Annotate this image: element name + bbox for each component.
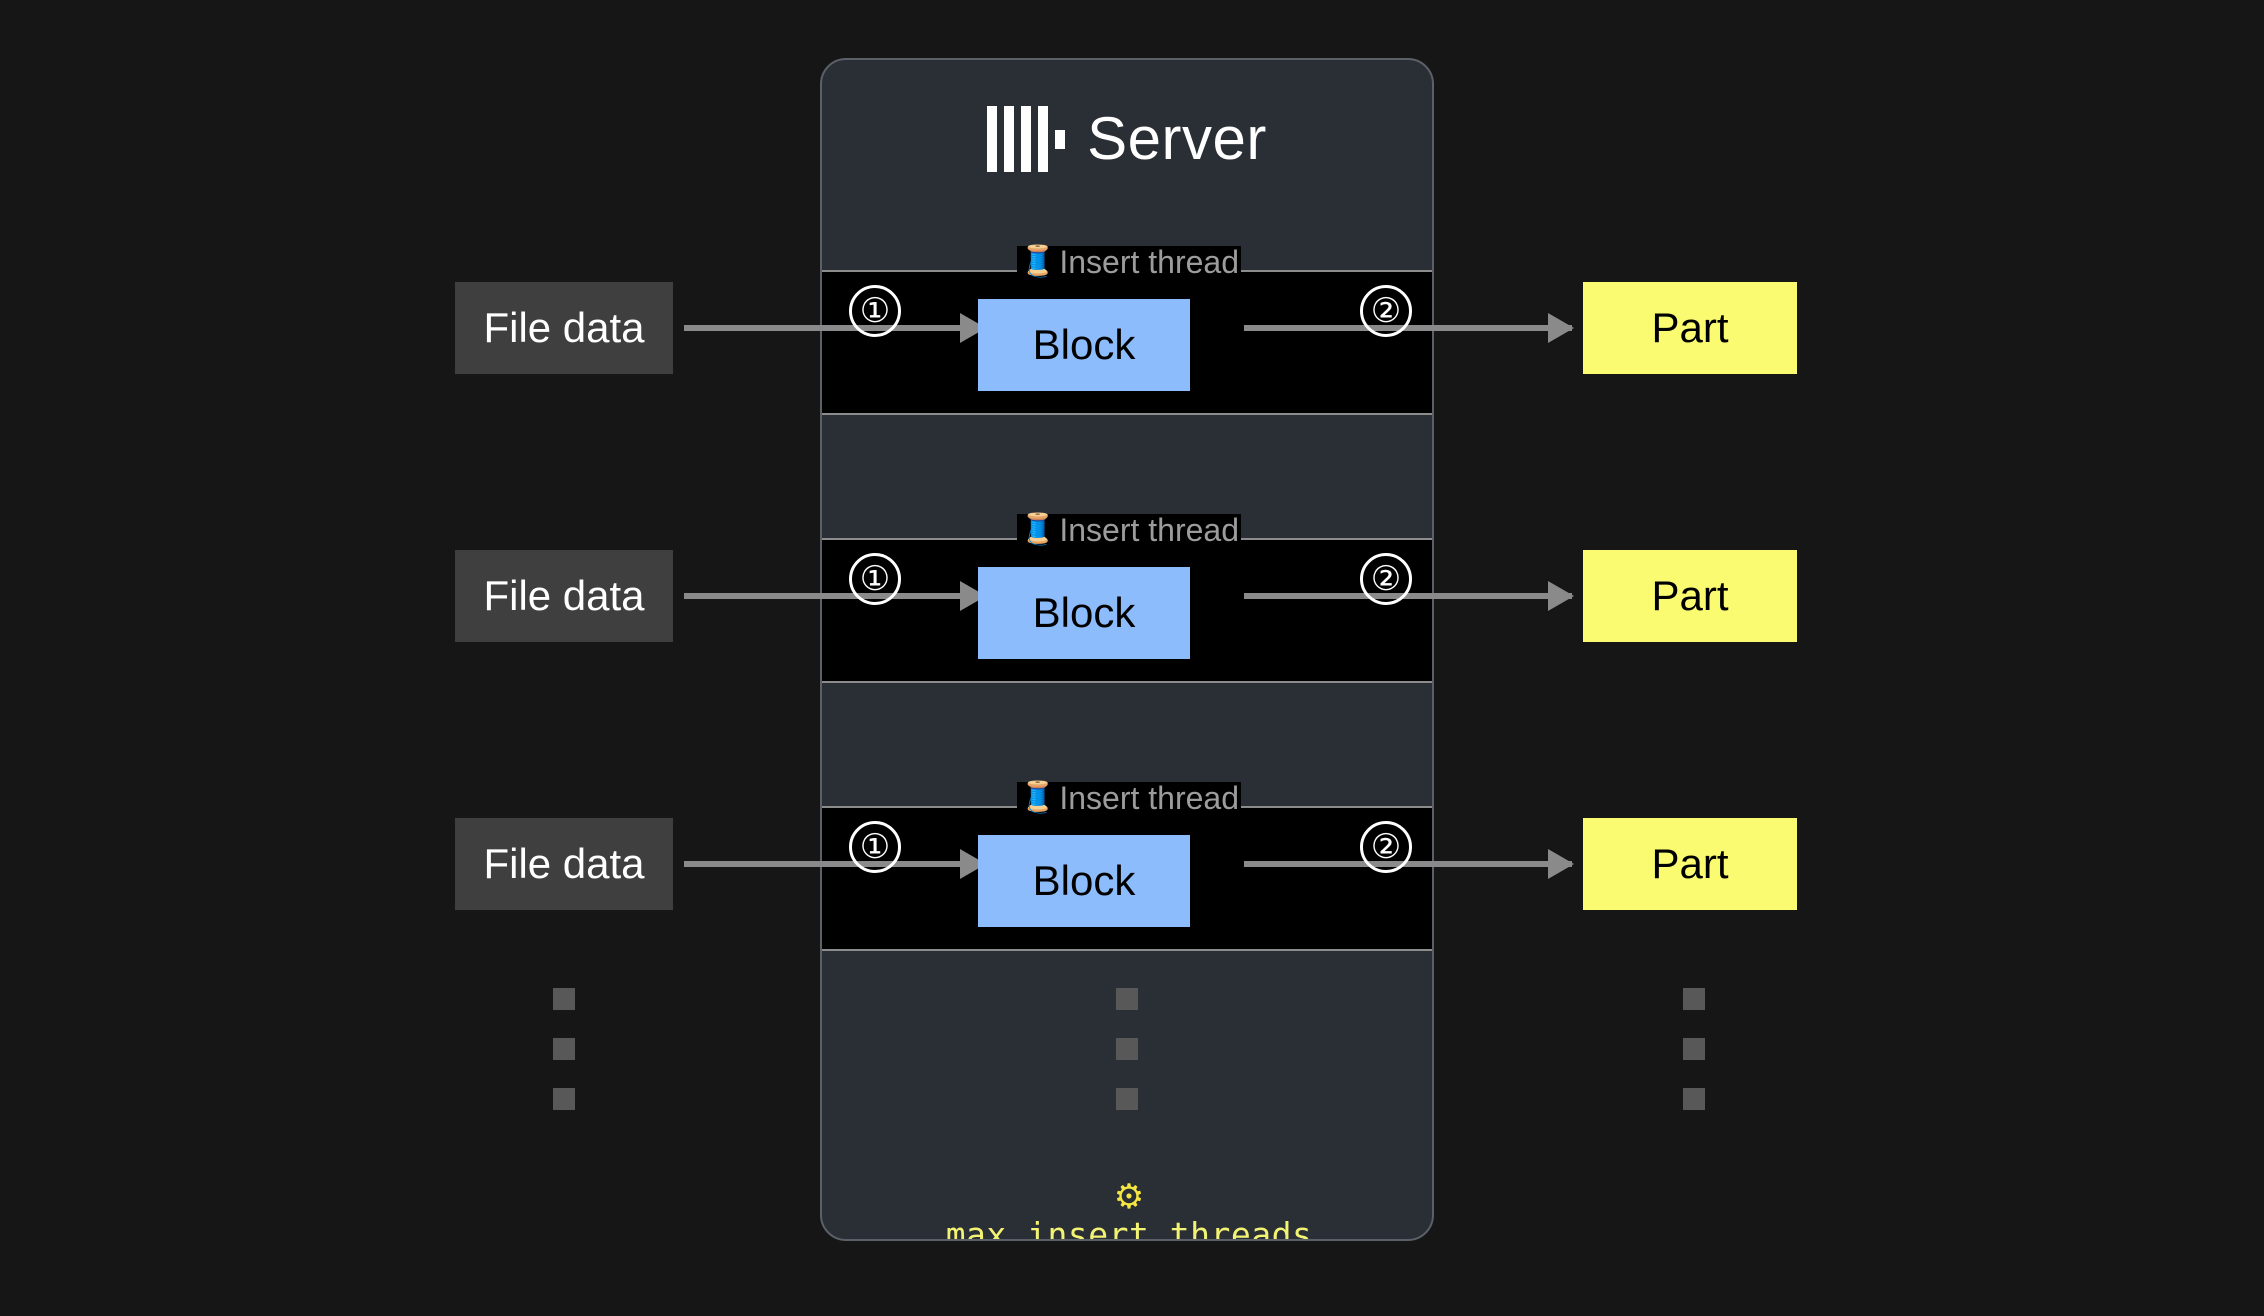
part-box-1: Part [1583, 282, 1797, 374]
arrow-block-to-part-3 [1244, 861, 1572, 867]
step-badge-3-in: ① [849, 821, 901, 873]
file-data-label: File data [483, 304, 645, 351]
step-badge-2-out: ② [1360, 553, 1412, 605]
ellipsis-dot [1116, 1088, 1138, 1110]
block-box-3: Block [978, 835, 1190, 927]
file-data-label: File data [483, 840, 645, 887]
insert-thread-band-3: 🧵 Insert thread ① ② Block [822, 782, 1432, 951]
part-label: Part [1651, 304, 1729, 351]
block-box-1: Block [978, 299, 1190, 391]
step-badge-1-in: ① [849, 285, 901, 337]
block-label: Block [1032, 857, 1136, 904]
arrow-file-to-block-1 [684, 325, 984, 331]
insert-thread-label-1: 🧵 Insert thread [1016, 244, 1242, 280]
setting-footer: ⚙ max_insert_threads [822, 1178, 1432, 1241]
arrow-file-to-block-2 [684, 593, 984, 599]
block-label: Block [1032, 589, 1136, 636]
file-data-box-3: File data [455, 818, 673, 910]
server-header: Server [822, 60, 1432, 218]
step-badge-1-out: ② [1360, 285, 1412, 337]
part-box-2: Part [1583, 550, 1797, 642]
ellipsis-dot [1683, 1088, 1705, 1110]
block-label: Block [1032, 321, 1136, 368]
ellipsis-dots-center [1116, 988, 1138, 1110]
insert-thread-band-2: 🧵 Insert thread ① ② Block [822, 514, 1432, 683]
file-data-box-1: File data [455, 282, 673, 374]
part-label: Part [1651, 840, 1729, 887]
part-label: Part [1651, 572, 1729, 619]
ellipsis-dot [1116, 988, 1138, 1010]
insert-thread-text: Insert thread [1059, 780, 1240, 816]
gear-icon: ⚙ [1113, 1178, 1145, 1216]
block-box-2: Block [978, 567, 1190, 659]
clickhouse-logo-icon [987, 106, 1066, 172]
insert-thread-band-1: 🧵 Insert thread ① ② Block [822, 246, 1432, 415]
ellipsis-dots-left [553, 988, 575, 1110]
part-box-3: Part [1583, 818, 1797, 910]
step-badge-2-in: ① [849, 553, 901, 605]
insert-thread-label-2: 🧵 Insert thread [1016, 512, 1242, 548]
file-data-label: File data [483, 572, 645, 619]
ellipsis-dot [553, 988, 575, 1010]
ellipsis-dots-right [1683, 988, 1705, 1110]
server-panel: Server 🧵 Insert thread ① ② Block 🧵 Inser… [820, 58, 1434, 1241]
ellipsis-dot [1683, 1038, 1705, 1060]
insert-thread-label-3: 🧵 Insert thread [1016, 780, 1242, 816]
ellipsis-dot [553, 1088, 575, 1110]
server-title: Server [1087, 105, 1267, 172]
ellipsis-dot [1116, 1038, 1138, 1060]
thread-spool-icon: 🧵 [1018, 781, 1057, 814]
step-badge-3-out: ② [1360, 821, 1412, 873]
ellipsis-dot [553, 1038, 575, 1060]
ellipsis-dot [1683, 988, 1705, 1010]
arrow-block-to-part-1 [1244, 325, 1572, 331]
thread-spool-icon: 🧵 [1018, 245, 1057, 278]
thread-spool-icon: 🧵 [1018, 513, 1057, 546]
setting-name: max_insert_threads [945, 1215, 1313, 1241]
arrow-file-to-block-3 [684, 861, 984, 867]
insert-thread-text: Insert thread [1059, 244, 1240, 280]
insert-thread-text: Insert thread [1059, 512, 1240, 548]
file-data-box-2: File data [455, 550, 673, 642]
arrow-block-to-part-2 [1244, 593, 1572, 599]
